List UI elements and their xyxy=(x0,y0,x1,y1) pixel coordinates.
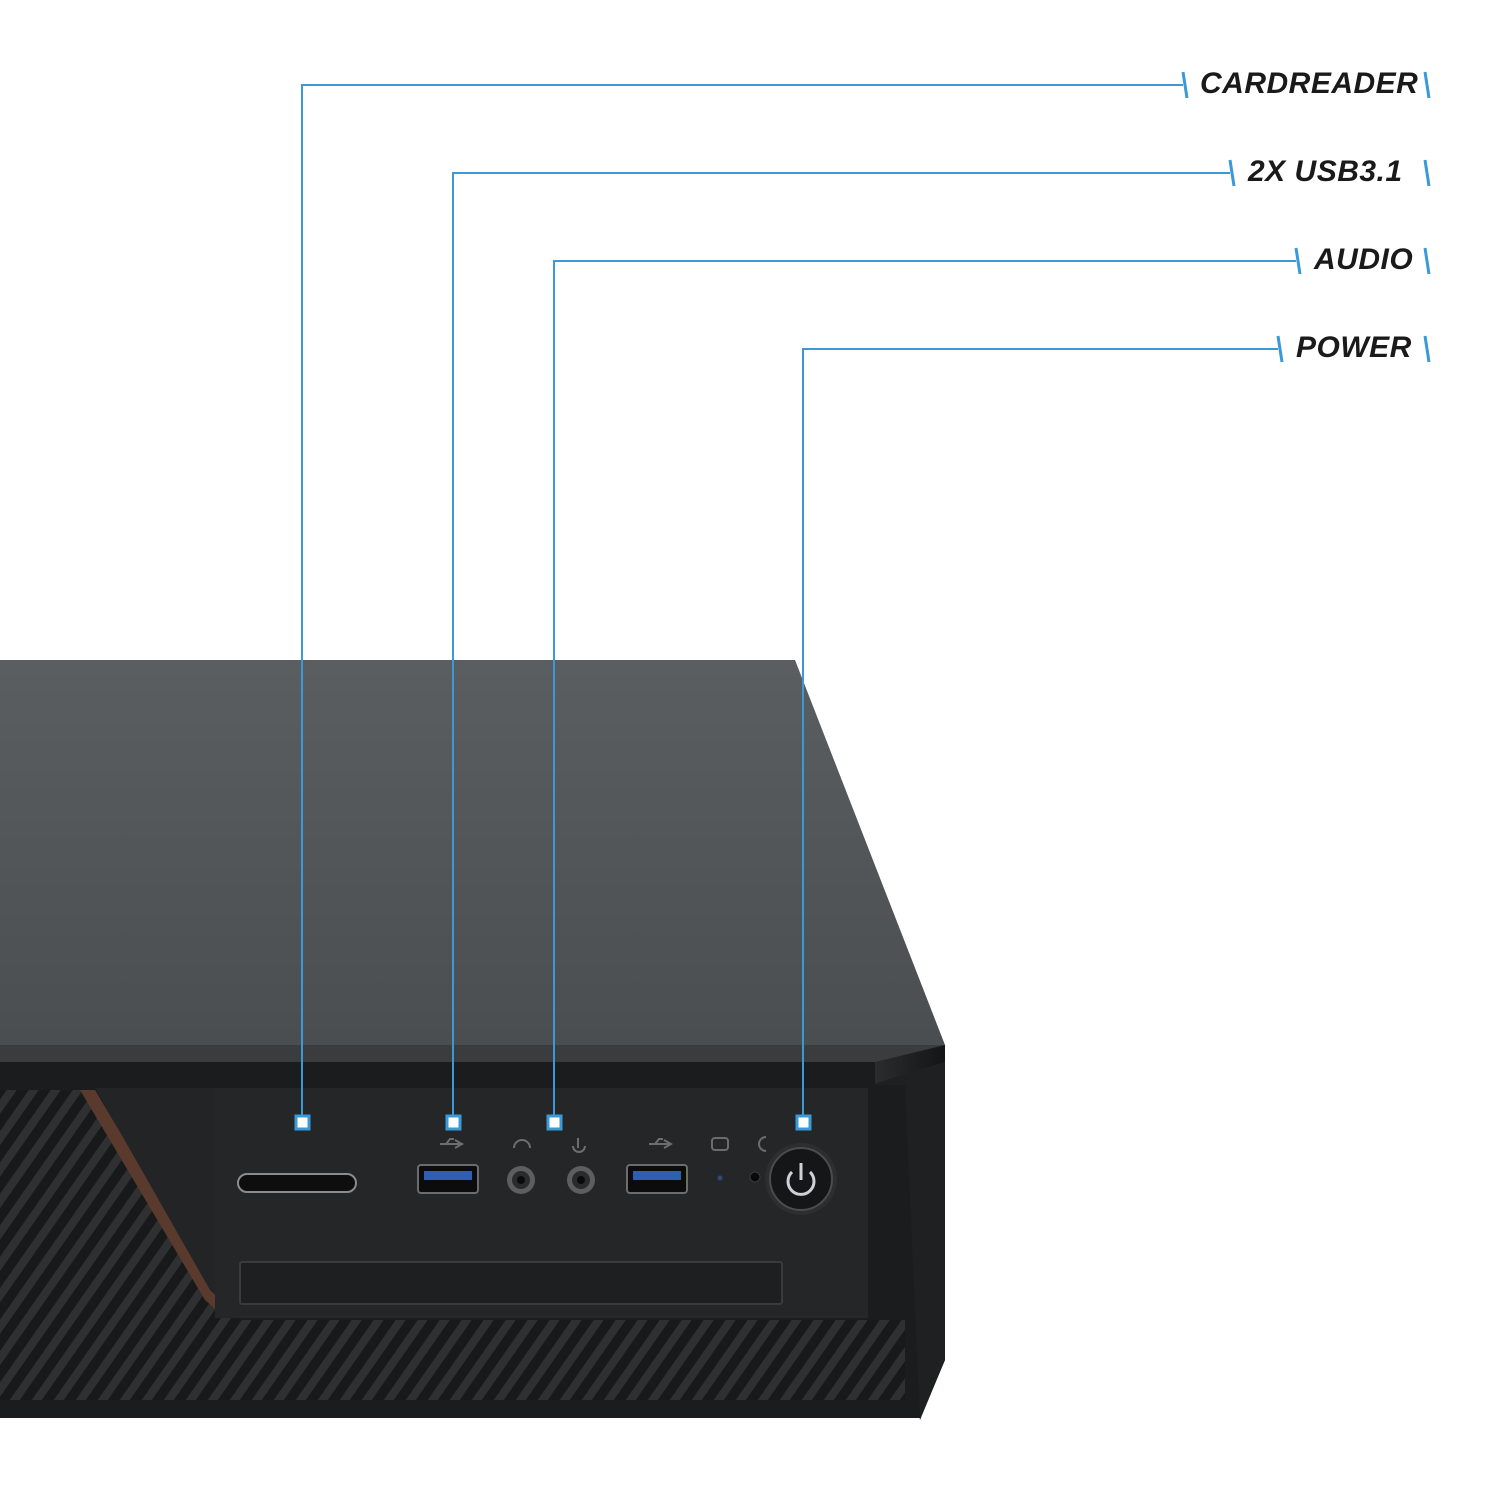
case-top-edge xyxy=(0,1045,945,1062)
hdd-led-icon xyxy=(711,1137,729,1151)
vent-grille-left xyxy=(0,1090,905,1400)
usb-port xyxy=(626,1164,688,1194)
headphone-icon xyxy=(513,1139,531,1149)
callout-marker-usb xyxy=(445,1114,462,1131)
cardreader-slot xyxy=(237,1173,357,1193)
audio-jack xyxy=(507,1166,535,1194)
usb-icon xyxy=(440,1138,465,1149)
drive-bay-cover xyxy=(239,1261,783,1305)
usb-port xyxy=(417,1164,479,1194)
usb-label: 2X USB3.1 xyxy=(1248,155,1403,188)
audio-jack xyxy=(567,1166,595,1194)
callout-marker-audio xyxy=(546,1114,563,1131)
callout-line-power xyxy=(802,348,1278,1120)
bracket-right-power xyxy=(1423,335,1431,363)
callout-marker-power xyxy=(795,1114,812,1131)
microphone-icon xyxy=(572,1138,586,1153)
audio-label: AUDIO xyxy=(1314,243,1414,276)
power-button xyxy=(765,1143,837,1215)
usb-icon xyxy=(649,1138,674,1149)
callout-marker-cardreader xyxy=(294,1114,311,1131)
bracket-left-power xyxy=(1276,335,1284,363)
callout-line-audio xyxy=(553,260,1296,1120)
case-top xyxy=(0,660,945,1045)
bracket-left-usb xyxy=(1228,159,1236,187)
reset-button xyxy=(749,1171,761,1183)
bracket-left-cardreader xyxy=(1181,71,1189,99)
callout-line-usb xyxy=(452,172,1230,1120)
bracket-right-usb xyxy=(1423,159,1431,187)
callout-line-cardreader xyxy=(301,84,1183,1120)
power-label: POWER xyxy=(1296,331,1412,364)
bracket-right-cardreader xyxy=(1423,71,1431,99)
power-led-icon xyxy=(758,1136,767,1152)
bracket-right-audio xyxy=(1423,247,1431,275)
cardreader-label: CARDREADER xyxy=(1200,67,1419,100)
accent-strip xyxy=(80,1090,240,1318)
bracket-left-audio xyxy=(1294,247,1302,275)
hdd-led xyxy=(717,1175,723,1181)
